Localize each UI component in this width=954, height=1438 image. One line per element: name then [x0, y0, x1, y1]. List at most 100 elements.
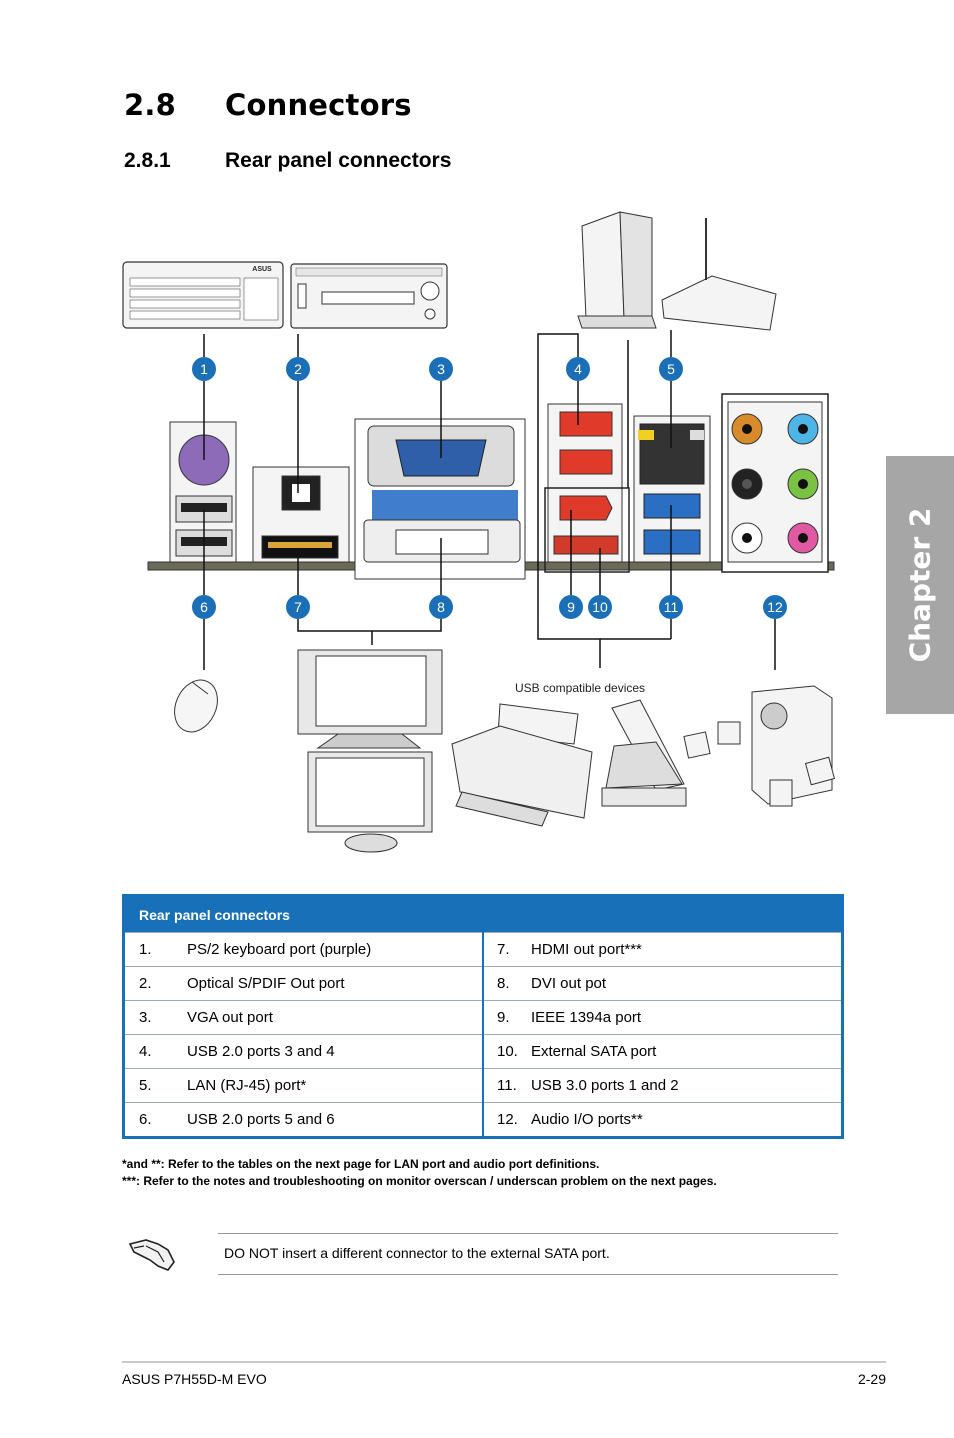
monitor-icon [297, 649, 443, 853]
vga-dvi-stack [354, 418, 526, 580]
connector-label: External SATA port [531, 1043, 657, 1060]
connector-number: 4. [139, 1043, 152, 1060]
callout-8: 8 [429, 595, 453, 619]
connector-cell-right: 8. DVI out pot [483, 966, 843, 1001]
connector-number: 2. [139, 975, 152, 992]
table-row: 3. VGA out port 9. IEEE 1394a port [123, 1000, 843, 1035]
footer-divider [122, 1361, 886, 1363]
callout-12: 12 [763, 595, 787, 619]
rear-panel-diagram: ASUS [122, 211, 836, 853]
subsection-title: Rear panel connectors [225, 149, 452, 172]
table-row: 6. USB 2.0 ports 5 and 6 12. Audio I/O port… [123, 1102, 843, 1138]
svg-text:2: 2 [294, 361, 302, 377]
svg-text:10: 10 [592, 599, 608, 615]
spdif-hdmi-stack [252, 466, 350, 563]
connector-number: 8. [497, 975, 510, 992]
section-heading: 2.8 Connectors [124, 88, 412, 122]
callout-7: 7 [286, 595, 310, 619]
connector-cell-right: 12. Audio I/O ports** [483, 1102, 843, 1138]
lan-usb3-stack [633, 415, 711, 563]
callout-4: 4 [566, 357, 590, 381]
footnote-overscan: ***: Refer to the notes and troubleshoot… [122, 1174, 717, 1188]
connector-cell-right: 7. HDMI out port*** [483, 932, 843, 967]
connector-number: 7. [497, 941, 510, 958]
connector-cell-left: 6. USB 2.0 ports 5 and 6 [123, 1102, 484, 1138]
connector-number: 12. [497, 1111, 518, 1128]
svg-text:12: 12 [767, 599, 783, 615]
connector-number: 9. [497, 1009, 510, 1026]
rear-panel-connectors-table: Rear panel connectors 1. PS/2 keyboard po… [122, 894, 844, 1139]
connector-label: PS/2 keyboard port (purple) [187, 941, 372, 958]
callout-5: 5 [659, 357, 683, 381]
footer-product: ASUS P7H55D-M EVO [122, 1371, 267, 1387]
callout-2: 2 [286, 357, 310, 381]
svg-text:6: 6 [200, 599, 208, 615]
callout-10: 10 [588, 595, 612, 619]
connector-number: 10. [497, 1043, 518, 1060]
callout-11: 11 [659, 595, 683, 619]
table-row: 5. LAN (RJ-45) port* 11. USB 3.0 ports 1 an… [123, 1068, 843, 1103]
connector-label: Optical S/PDIF Out port [187, 975, 345, 992]
connector-label: LAN (RJ-45) port* [187, 1077, 307, 1094]
svg-text:5: 5 [667, 361, 675, 377]
chapter-tab: Chapter 2 [886, 456, 954, 714]
table-header: Rear panel connectors [123, 895, 843, 933]
usb-caption: USB compatible devices [515, 681, 645, 695]
connector-cell-left: 5. LAN (RJ-45) port* [123, 1068, 484, 1103]
connector-cell-left: 2. Optical S/PDIF Out port [123, 966, 484, 1001]
svg-text:9: 9 [567, 599, 575, 615]
audio-receiver-icon [290, 263, 448, 329]
section-number: 2.8 [124, 88, 176, 122]
connector-cell-left: 1. PS/2 keyboard port (purple) [123, 932, 484, 967]
connector-label: DVI out pot [531, 975, 607, 992]
note-box: DO NOT insert a different connector to t… [218, 1233, 838, 1275]
mouse-icon [174, 679, 218, 733]
callout-3: 3 [429, 357, 453, 381]
scanner-icon [601, 699, 687, 807]
connector-cell-right: 11. USB 3.0 ports 1 and 2 [483, 1068, 843, 1103]
note-hand-icon [128, 1239, 175, 1271]
keyboard-icon: ASUS [122, 261, 284, 329]
connector-number: 3. [139, 1009, 152, 1026]
svg-text:4: 4 [574, 361, 582, 377]
connector-number: 5. [139, 1077, 152, 1094]
speakers-icon [683, 685, 836, 807]
audio-jacks-stack [721, 393, 829, 573]
svg-text:7: 7 [294, 599, 302, 615]
connector-cell-left: 4. USB 2.0 ports 3 and 4 [123, 1034, 484, 1069]
connector-label: USB 2.0 ports 3 and 4 [187, 1043, 335, 1060]
connector-label: HDMI out port*** [531, 941, 642, 958]
callout-6: 6 [192, 595, 216, 619]
ps2-usb-stack [169, 421, 237, 563]
footnote-lan-audio: *and **: Refer to the tables on the next… [122, 1157, 600, 1171]
printer-icon [451, 703, 593, 827]
section-title: Connectors [225, 88, 412, 122]
callout-lines [203, 330, 776, 670]
connector-number: 6. [139, 1111, 152, 1128]
connector-number: 11. [497, 1077, 517, 1094]
table-row: 1. PS/2 keyboard port (purple) 7. HDMI out … [123, 932, 843, 967]
connector-label: USB 3.0 ports 1 and 2 [531, 1077, 679, 1094]
connector-label: VGA out port [187, 1009, 273, 1026]
connector-cell-left: 3. VGA out port [123, 1000, 484, 1035]
keyboard-brand: ASUS [252, 266, 272, 273]
connector-cell-right: 10. External SATA port [483, 1034, 843, 1069]
callout-9: 9 [559, 595, 583, 619]
usb-1394-esata-stack [544, 403, 630, 573]
footer-page-number: 2-29 [857, 1371, 886, 1387]
table-row: 2. Optical S/PDIF Out port 8. DVI out pot [123, 966, 843, 1001]
connector-label: USB 2.0 ports 5 and 6 [187, 1111, 335, 1128]
svg-text:1: 1 [200, 361, 208, 377]
svg-text:11: 11 [664, 599, 679, 615]
svg-text:3: 3 [437, 361, 445, 377]
connector-cell-right: 9. IEEE 1394a port [483, 1000, 843, 1035]
wireless-router-icon [577, 211, 777, 331]
svg-text:8: 8 [437, 599, 445, 615]
table-row: 4. USB 2.0 ports 3 and 4 10. External SATA … [123, 1034, 843, 1069]
connector-number: 1. [139, 941, 152, 958]
note-text: DO NOT insert a different connector to t… [224, 1245, 610, 1261]
callout-1: 1 [192, 357, 216, 381]
connector-label: Audio I/O ports** [531, 1111, 643, 1128]
connector-label: IEEE 1394a port [531, 1009, 642, 1026]
